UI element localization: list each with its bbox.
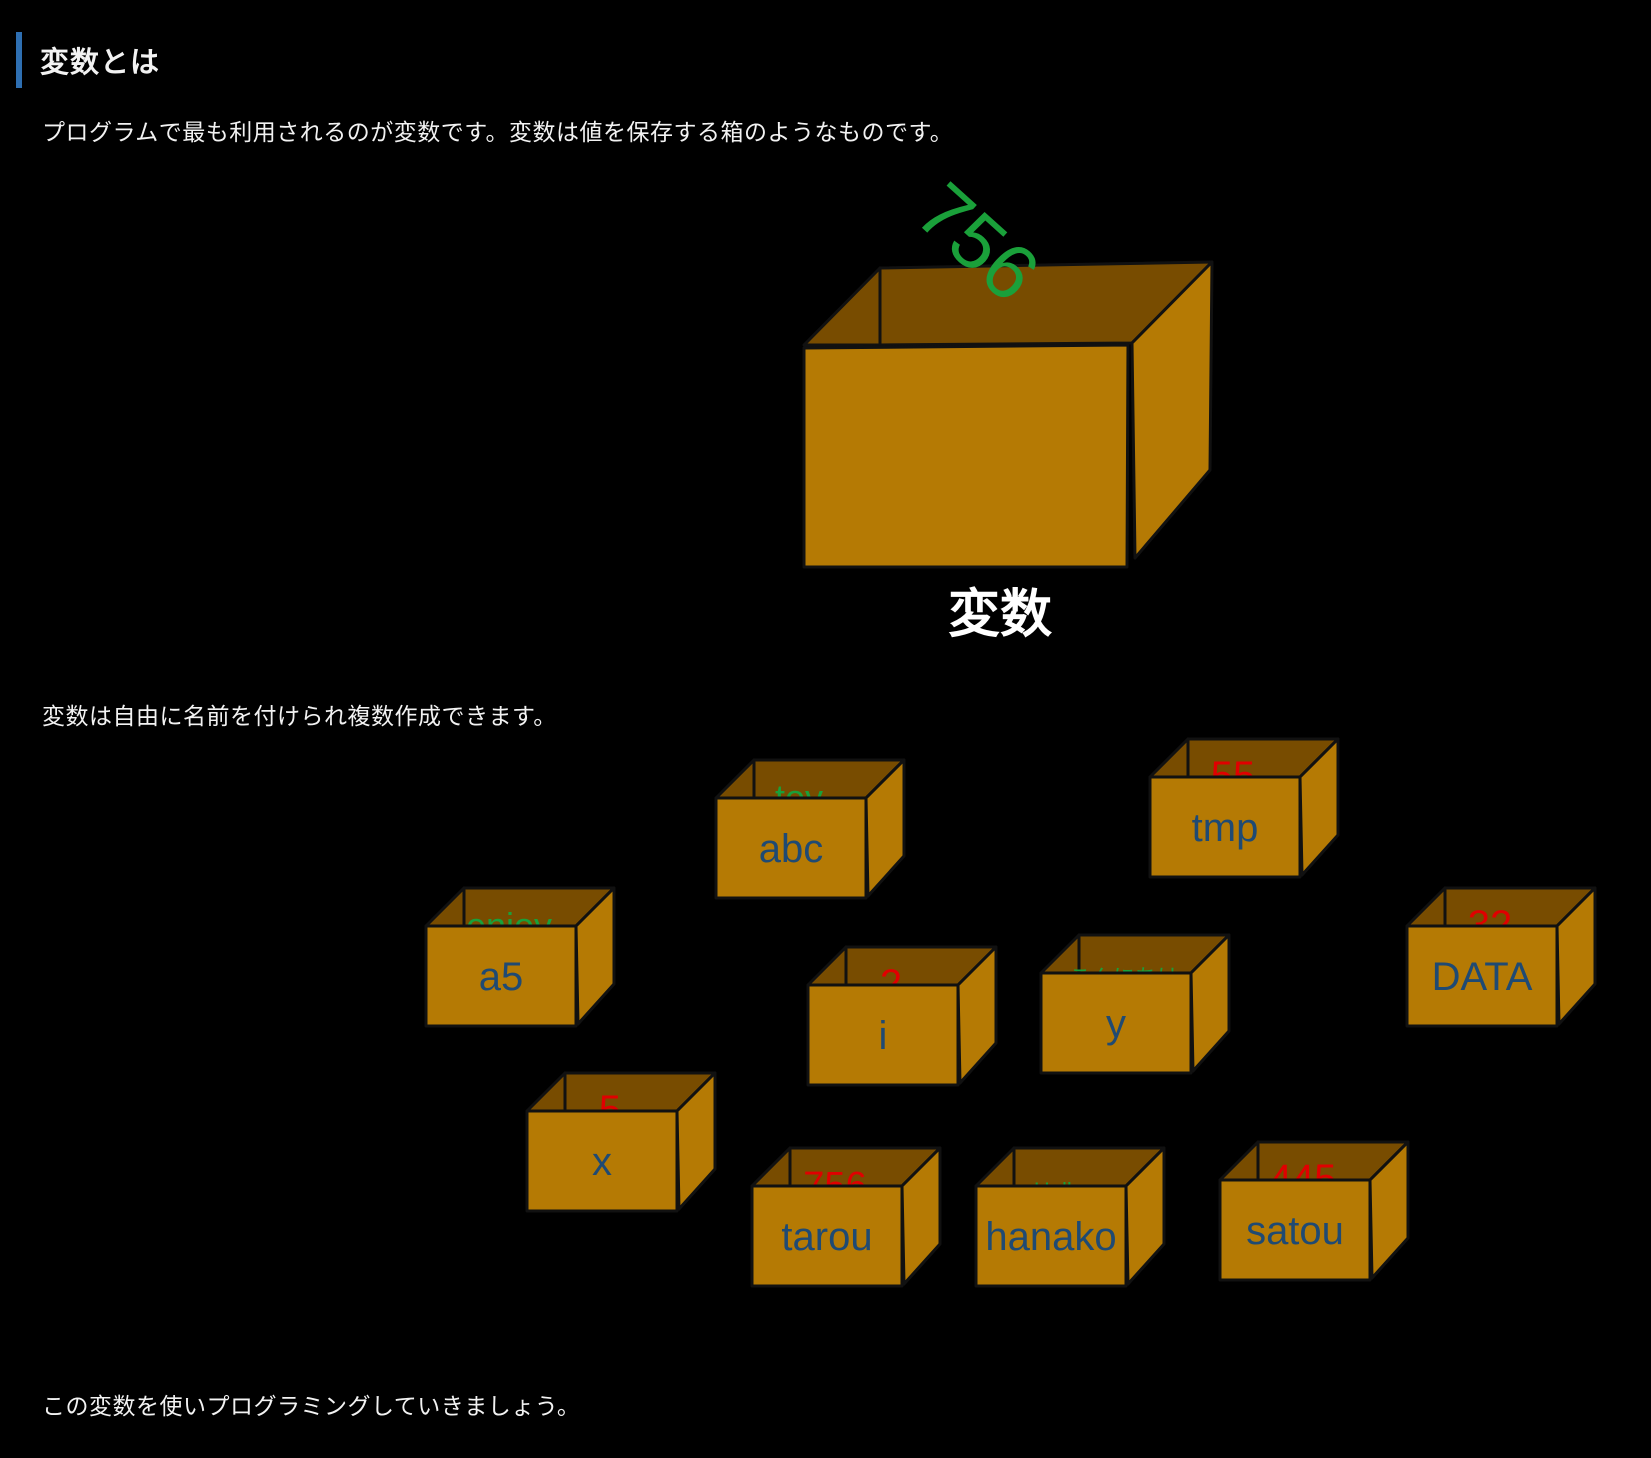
variable-box-tarou: 756tarou (750, 1146, 942, 1288)
variable-name: tmp (1192, 806, 1259, 850)
variable-box-satou: 445satou (1218, 1140, 1410, 1282)
box-side (864, 758, 906, 898)
box-side (900, 1146, 942, 1286)
box-inner-left (1148, 737, 1190, 779)
variable-box-i: 2i (806, 945, 998, 1087)
box-inner-left (424, 886, 466, 928)
box-side (1298, 737, 1340, 877)
variable-box-x: 5x (525, 1071, 717, 1213)
box-front (806, 983, 960, 1087)
main-box-side (1130, 260, 1214, 560)
box-front (1218, 1178, 1372, 1282)
box-inner-left (1218, 1140, 1260, 1182)
box-front (424, 924, 578, 1028)
box-side (574, 886, 616, 1026)
box-side (1368, 1140, 1410, 1280)
main-box-inner-left (802, 266, 882, 347)
multiple-variables-paragraph: 変数は自由に名前を付けられ複数作成できます。 (42, 704, 557, 730)
box-front (974, 1184, 1128, 1288)
intro-paragraph: プログラムで最も利用されるのが変数です。変数は値を保存する箱のようなものです。 (42, 120, 954, 146)
variable-name: tarou (781, 1215, 872, 1259)
main-variable-box: 756 変数 (802, 166, 1214, 645)
box-front (1039, 971, 1193, 1075)
main-box-label: 変数 (948, 585, 1052, 645)
main-box-front (802, 343, 1130, 569)
box-inner-left (750, 1146, 792, 1188)
variable-name: a5 (479, 955, 524, 999)
box-side (1189, 933, 1231, 1073)
section-heading: 変数とは (16, 32, 160, 88)
variable-box-tmp: 55tmp (1148, 737, 1340, 879)
box-side (675, 1071, 717, 1211)
box-inner-left (974, 1146, 1016, 1188)
box-side (1555, 886, 1597, 1026)
box-front (525, 1109, 679, 1213)
variable-name: y (1106, 1002, 1126, 1046)
variable-name: DATA (1432, 955, 1533, 999)
box-front (714, 796, 868, 900)
box-front (1148, 775, 1302, 879)
box-side (1124, 1146, 1166, 1286)
variable-box-abc: toyabc (714, 758, 906, 900)
variable-boxes: toyabc 55tmp enjoya5 2i こんにちはy 32DATA 5x756tar… (424, 737, 1597, 1288)
box-side (956, 945, 998, 1085)
closing-paragraph: この変数を使いプログラミングしていきましょう。 (42, 1394, 581, 1420)
variable-name: i (879, 1014, 888, 1058)
variable-name: satou (1246, 1209, 1344, 1253)
variable-name: x (592, 1140, 612, 1184)
box-inner-left (806, 945, 848, 987)
box-front (750, 1184, 904, 1288)
variable-box-hanako: Hellohanako (974, 1146, 1166, 1288)
box-front (1405, 924, 1559, 1028)
variable-name: hanako (985, 1215, 1116, 1259)
box-inner-left (714, 758, 756, 800)
variable-box-y: こんにちはy (1039, 933, 1231, 1075)
variable-box-data: 32DATA (1405, 886, 1597, 1028)
box-inner-left (525, 1071, 567, 1113)
variable-box-a5: enjoya5 (424, 886, 616, 1028)
section-heading-text: 変数とは (40, 45, 161, 79)
variable-name: abc (759, 827, 824, 871)
box-inner-left (1405, 886, 1447, 928)
